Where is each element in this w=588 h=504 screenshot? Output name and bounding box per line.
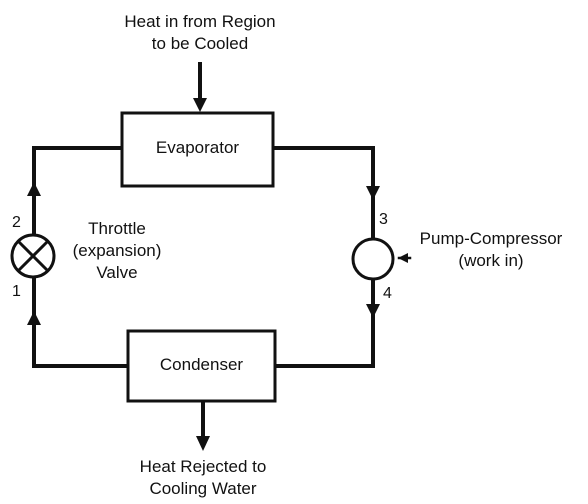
heat-out-line2: Cooling Water	[149, 479, 257, 498]
throttle-valve-icon	[10, 233, 56, 279]
pipe-evaporator-to-valve	[32, 146, 124, 234]
heat-in-arrowhead	[193, 98, 207, 112]
work-in-arrowhead	[398, 253, 408, 263]
heat-in-line2: to be Cooled	[151, 34, 249, 53]
heat-in-line1: Heat in from Region	[124, 12, 276, 31]
evaporator-box	[120, 111, 275, 188]
heat-out-label: Heat Rejected to Cooling Water	[90, 456, 316, 500]
arrow-down-upper-right	[366, 186, 380, 200]
state-point-1: 1	[12, 283, 21, 300]
state-point-3: 3	[379, 211, 388, 228]
throttle-line2: (expansion)	[72, 241, 162, 260]
pump-compressor-icon	[351, 237, 395, 281]
evaporator-label: Evaporator	[155, 138, 240, 157]
heat-in-label: Heat in from Region to be Cooled	[80, 11, 320, 55]
heat-out-line1: Heat Rejected to	[139, 457, 267, 476]
pump-line1: Pump-Compressor	[419, 229, 563, 248]
pump-line2: (work in)	[458, 251, 524, 270]
pump-compressor-label: Pump-Compressor (work in)	[395, 228, 587, 272]
arrow-up-upper-left	[27, 182, 41, 196]
throttle-line1: Throttle	[88, 219, 146, 238]
arrow-down-lower-right	[366, 304, 380, 318]
throttle-line3: Valve	[96, 263, 138, 282]
pipe-compressor-to-condenser	[273, 278, 375, 368]
pipe-condenser-to-valve	[32, 276, 130, 368]
heat-out-arrowhead	[196, 436, 210, 451]
state-point-2: 2	[12, 214, 21, 231]
condenser-label: Condenser	[159, 355, 244, 374]
state-point-4: 4	[383, 285, 392, 302]
throttle-label: Throttle (expansion) Valve	[42, 218, 192, 284]
arrow-up-lower-left	[27, 311, 41, 325]
condenser-box	[126, 329, 277, 403]
pipe-evaporator-to-compressor	[271, 146, 375, 242]
